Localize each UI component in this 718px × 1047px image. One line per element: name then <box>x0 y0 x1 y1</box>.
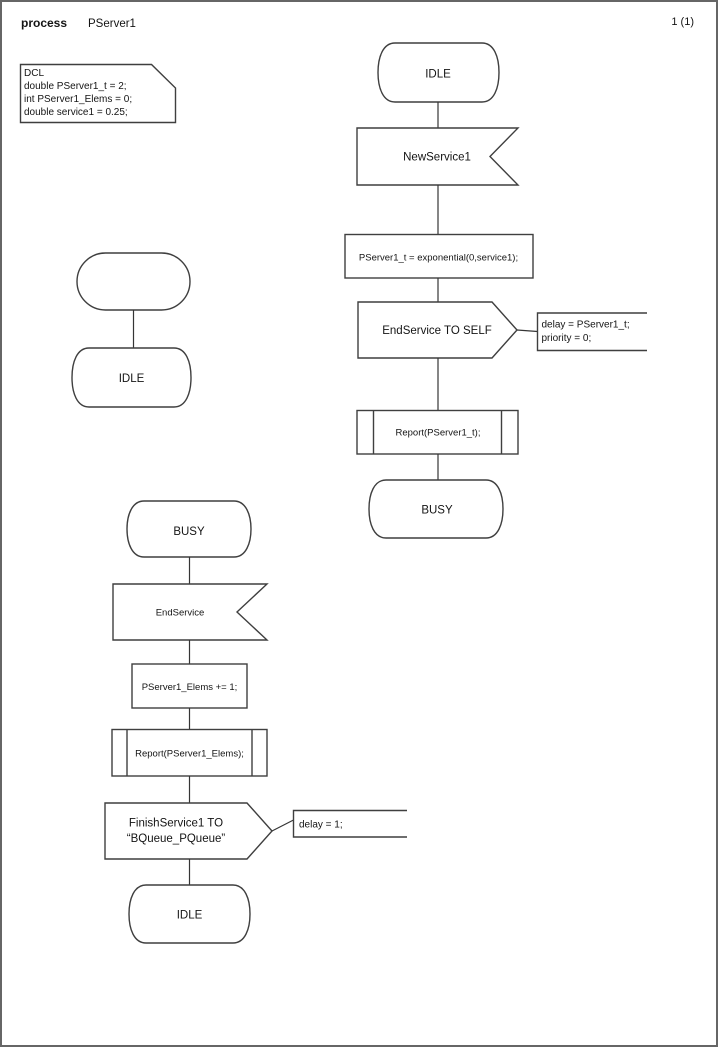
input-symbol-endservice[interactable]: EndService <box>112 583 269 641</box>
declarations-text-symbol[interactable]: DCL double PServer1_t = 2; int PServer1_… <box>19 63 177 124</box>
input-symbol-newservice1[interactable]: NewService1 <box>356 127 520 186</box>
declaration-line: int PServer1_Elems = 0; <box>24 94 132 105</box>
input-label: NewService1 <box>403 152 471 164</box>
procedure-call-symbol-report-elems[interactable]: Report(PServer1_Elems); <box>111 728 268 777</box>
comment-line: delay = PServer1_t; <box>542 320 630 331</box>
comment-line: priority = 0; <box>542 333 592 344</box>
state-symbol-busy-start[interactable]: BUSY <box>126 500 252 558</box>
task-label: PServer1_t = exponential(0,service1); <box>359 253 518 264</box>
process-name: PServer1 <box>88 18 136 30</box>
declaration-line: double PServer1_t = 2; <box>24 81 127 92</box>
state-label: BUSY <box>421 505 453 517</box>
state-symbol-idle-start[interactable]: IDLE <box>377 42 500 103</box>
comment-link-line <box>516 329 538 333</box>
procedure-label: Report(PServer1_t); <box>395 428 480 439</box>
output-label: EndService TO SELF <box>382 325 492 337</box>
comment-symbol-delay1[interactable]: delay = 1; <box>292 809 408 838</box>
state-symbol-idle-end[interactable]: IDLE <box>128 884 251 944</box>
comment-line: delay = 1; <box>299 820 343 831</box>
output-symbol-endservice-to-self[interactable]: EndService TO SELF <box>357 301 518 359</box>
task-label: PServer1_Elems += 1; <box>142 682 238 693</box>
page-number: 1 (1) <box>671 16 694 28</box>
output-symbol-finishservice1[interactable]: FinishService1 TO “BQueue_PQueue” <box>104 802 273 860</box>
state-label: IDLE <box>177 910 203 922</box>
procedure-label: Report(PServer1_Elems); <box>135 749 244 760</box>
declaration-line: double service1 = 0.25; <box>24 107 128 118</box>
comment-link-line <box>271 819 294 832</box>
procedure-call-symbol-report-t[interactable]: Report(PServer1_t); <box>356 409 519 455</box>
state-symbol-idle-fragment[interactable]: IDLE <box>71 347 192 408</box>
state-symbol-busy-end[interactable]: BUSY <box>368 479 504 539</box>
endservice-transition-flow: BUSY EndService PServer1_Elems += 1; Rep… <box>104 500 408 944</box>
declaration-line: DCL <box>24 68 44 79</box>
idle-fragment: IDLE <box>71 252 192 408</box>
output-label-line1: FinishService1 TO <box>129 818 223 830</box>
start-symbol[interactable] <box>76 252 191 311</box>
process-keyword: process <box>21 16 67 30</box>
state-label: IDLE <box>119 373 145 385</box>
task-symbol-exponential[interactable]: PServer1_t = exponential(0,service1); <box>344 233 534 279</box>
output-label-line2: “BQueue_PQueue” <box>127 833 226 845</box>
comment-symbol-delay-priority[interactable]: delay = PServer1_t; priority = 0; <box>536 312 648 352</box>
main-transition-flow: IDLE NewService1 PServer1_t = exponentia… <box>344 42 648 539</box>
state-label: BUSY <box>173 526 205 538</box>
state-label: IDLE <box>425 69 451 81</box>
input-label: EndService <box>156 608 205 619</box>
task-symbol-elems-increment[interactable]: PServer1_Elems += 1; <box>131 663 248 709</box>
